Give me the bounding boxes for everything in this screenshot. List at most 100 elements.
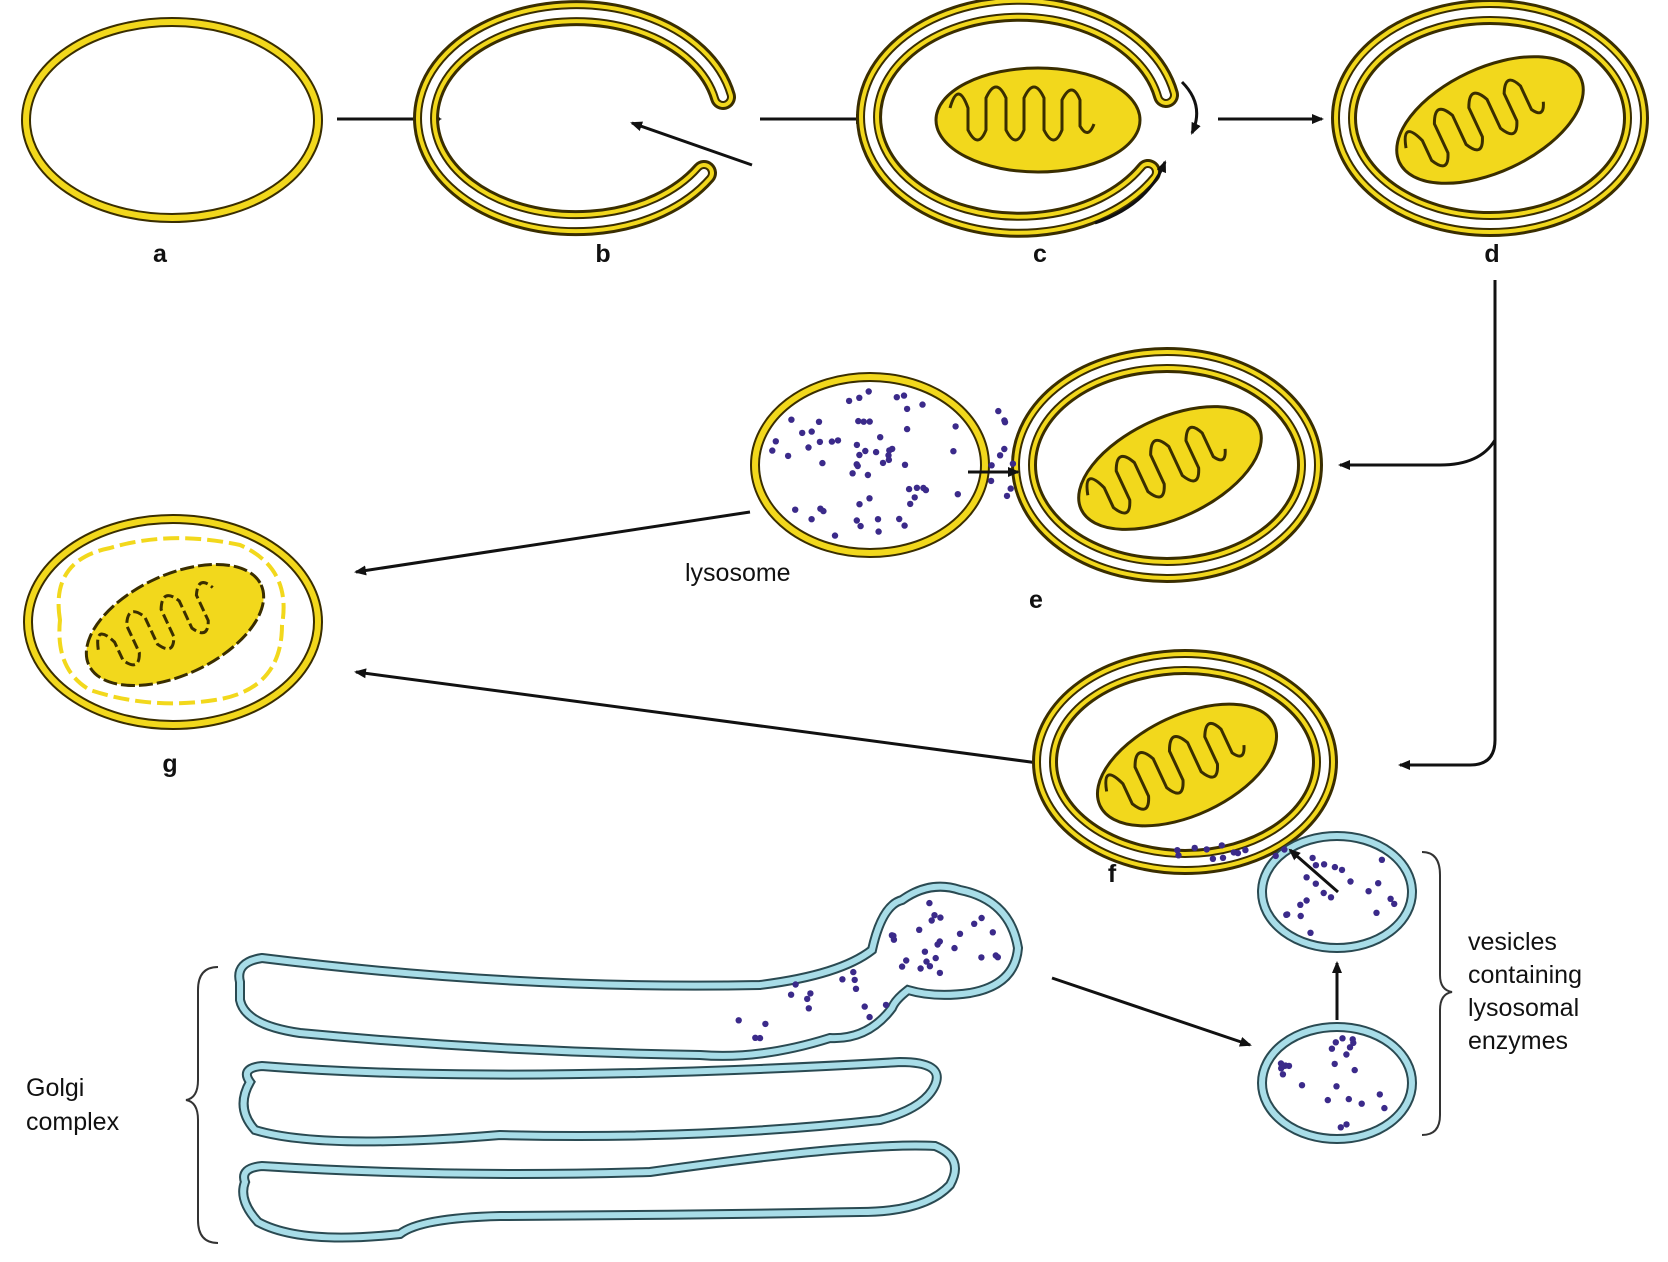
enzyme-dot (987, 477, 995, 485)
enzyme-dot (995, 407, 1002, 415)
enzyme-dot (853, 461, 860, 468)
enzyme-dot (920, 484, 927, 492)
enzyme-dot (926, 899, 933, 907)
enzyme-dot (988, 462, 995, 469)
vesicles-label-line4: enzymes (1468, 1027, 1568, 1055)
enzyme-dot (856, 394, 863, 401)
stage-f-autophagosome (1032, 649, 1338, 875)
enzyme-dot (1324, 1096, 1332, 1104)
enzyme-dot (1191, 844, 1198, 852)
enzyme-dot (951, 944, 958, 952)
enzyme-dot (1351, 1066, 1358, 1074)
enzyme-dot (1279, 1071, 1287, 1078)
enzyme-dot (916, 926, 923, 933)
enzyme-dot (978, 954, 985, 961)
enzyme-dot (877, 434, 884, 441)
enzyme-dot (861, 1003, 868, 1010)
enzyme-dot (917, 965, 924, 972)
enzyme-dot (804, 995, 811, 1003)
enzyme-dot (989, 929, 996, 936)
enzyme-dot (860, 418, 867, 425)
enzyme-dot (923, 958, 930, 965)
enzyme-dot (819, 459, 826, 467)
enzyme-dot (855, 417, 862, 425)
enzyme-dot (1297, 901, 1304, 908)
enzyme-dot (831, 532, 839, 539)
enzyme-dot (1009, 460, 1017, 467)
enzyme-dot (788, 416, 795, 423)
enzyme-dot (862, 447, 869, 455)
enzyme-dot (1365, 888, 1372, 895)
stage-e-enzyme-dots (769, 388, 1017, 539)
enzyme-dot (1272, 852, 1279, 860)
enzyme-dot (852, 985, 860, 992)
enzyme-dot (901, 461, 909, 468)
enzyme-dot (1332, 1039, 1340, 1046)
enzyme-dot (1375, 880, 1382, 887)
enzyme-dot (1391, 900, 1398, 908)
enzyme-dot (882, 1001, 890, 1009)
stage-f-mitochondrion (1095, 702, 1279, 828)
enzyme-dot (888, 932, 896, 939)
enzyme-dot (1387, 895, 1394, 902)
golgi-enzyme-dots (735, 899, 1001, 1042)
enzyme-dot (1320, 861, 1328, 868)
enzyme-dot (866, 418, 873, 425)
enzyme-dot (1303, 874, 1310, 881)
enzyme-dot (1309, 854, 1316, 862)
enzyme-dot (784, 452, 792, 460)
enzyme-dot (956, 930, 964, 937)
enzyme-dot (807, 990, 814, 997)
golgi-brace (185, 966, 219, 1244)
enzyme-dot (1203, 846, 1210, 853)
enzyme-dot (1242, 846, 1249, 854)
enzyme-dot (1376, 1091, 1384, 1098)
enzyme-dot (903, 405, 911, 413)
enzyme-dot (769, 447, 776, 454)
enzyme-dot (1320, 889, 1327, 897)
enzyme-dot (971, 920, 978, 927)
vesicles-label-line3: lysosomal (1468, 994, 1579, 1022)
vesicles-label-line1: vesicles (1468, 928, 1557, 956)
enzyme-dot (1297, 912, 1304, 920)
vesicles-brace (1421, 851, 1453, 1136)
enzyme-dot (1331, 863, 1339, 871)
enzyme-dot (913, 484, 921, 491)
enzyme-dot (996, 452, 1004, 459)
enzyme-dot (772, 438, 779, 445)
golgi-cisterna-bottom (238, 1140, 960, 1243)
stage-label-b: b (595, 240, 610, 268)
enzyme-dot (1331, 1060, 1338, 1068)
golgi-label-line2: complex (26, 1108, 120, 1136)
stage-label-f: f (1108, 860, 1117, 888)
enzyme-dot (926, 963, 934, 970)
enzyme-dot (872, 448, 880, 456)
enzyme-dot (905, 485, 913, 493)
lysosome-label: lysosome (685, 559, 791, 587)
enzyme-dot (805, 444, 812, 451)
enzyme-dot (934, 941, 941, 948)
golgi-label-line1: Golgi (26, 1074, 84, 1102)
enzyme-dot (856, 501, 863, 508)
enzyme-dot (936, 969, 944, 977)
stage-label-e: e (1029, 586, 1043, 614)
enzyme-dot (1230, 849, 1238, 856)
enzyme-dot (805, 1005, 812, 1012)
enzyme-dot (817, 505, 824, 512)
enzyme-dot (875, 528, 882, 535)
stage-g-mitochondrion (84, 562, 266, 688)
stage-e-autophagosome (1011, 347, 1323, 583)
enzyme-dot (1175, 852, 1182, 859)
enzyme-dot (845, 397, 853, 405)
enzyme-dot (921, 948, 929, 955)
enzyme-dot (864, 471, 872, 479)
enzyme-dot (932, 954, 939, 962)
enzyme-dot (1378, 856, 1386, 863)
enzyme-dot (1381, 1104, 1388, 1112)
enzyme-dot (907, 500, 914, 508)
enzyme-dot (1343, 1121, 1350, 1128)
enzyme-dot (853, 441, 861, 449)
stage-e-mitochondrion (1077, 405, 1263, 531)
enzyme-dot (978, 914, 985, 922)
